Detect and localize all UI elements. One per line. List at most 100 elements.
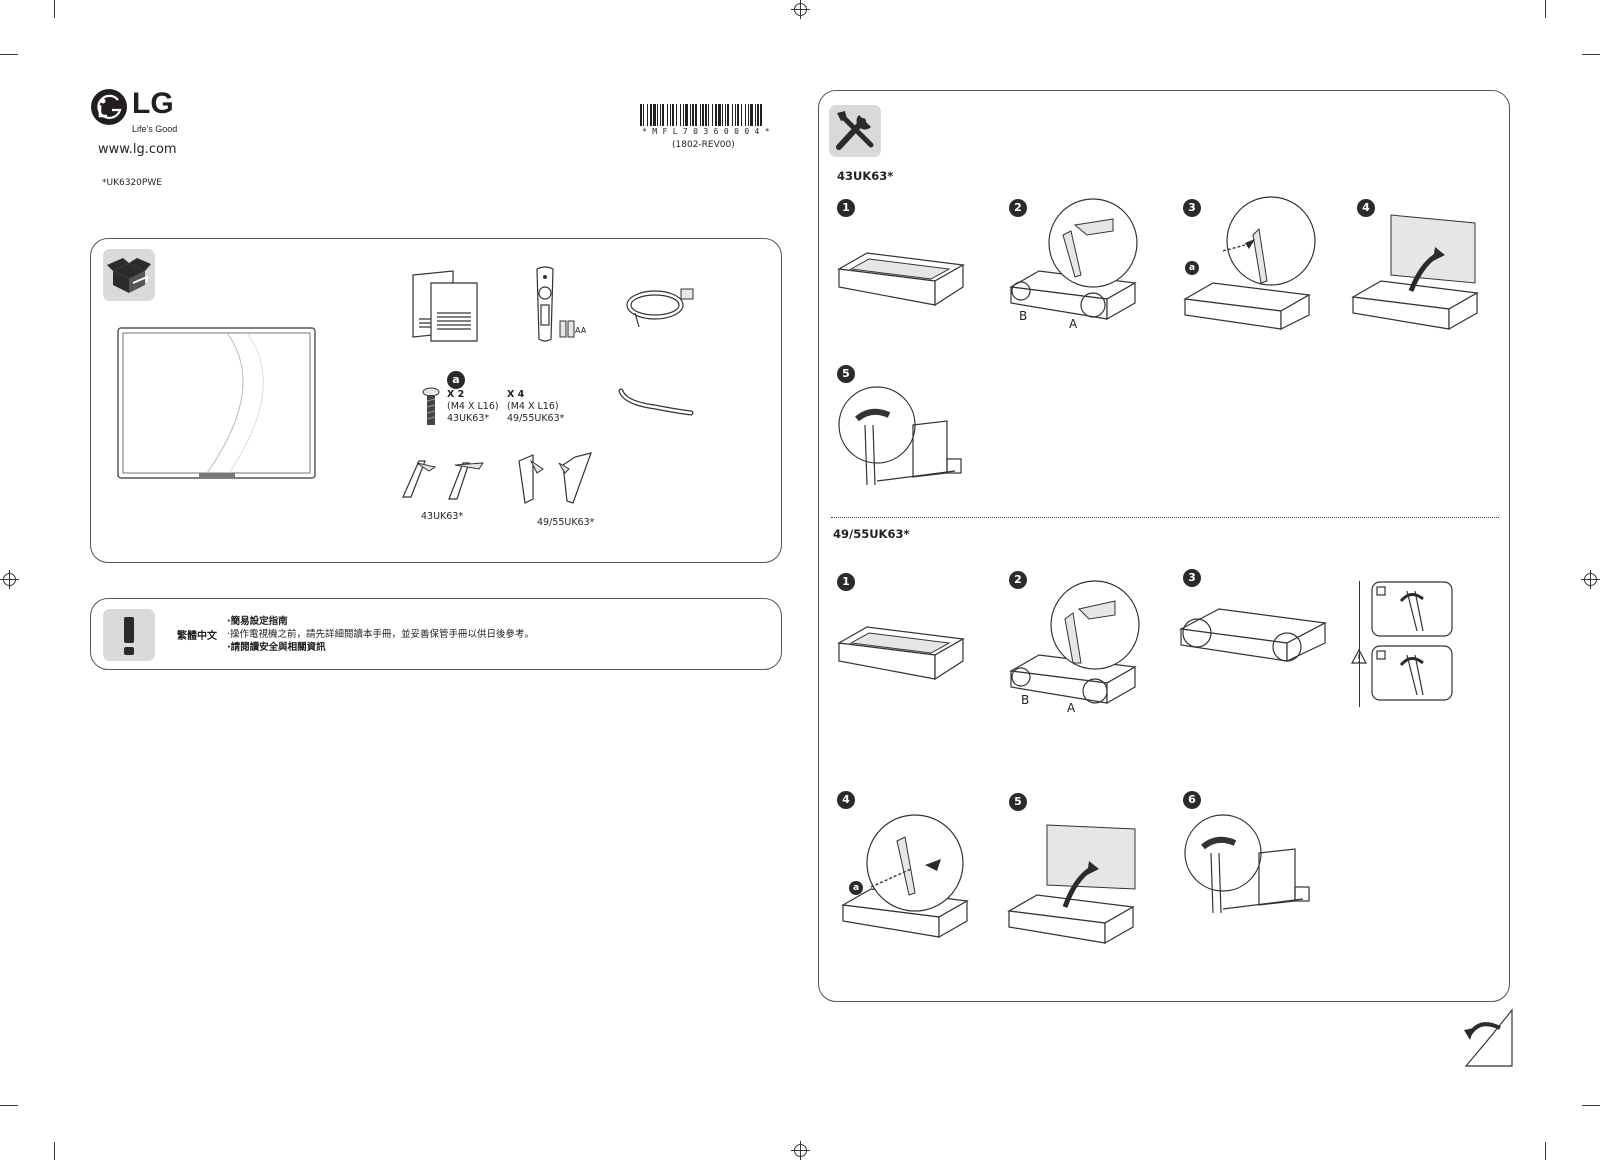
barcode-bar bbox=[718, 104, 721, 126]
power-cord-illustration bbox=[626, 288, 694, 328]
barcode-bar bbox=[702, 104, 704, 126]
step-illustration bbox=[837, 626, 965, 681]
registration-mark bbox=[791, 1141, 810, 1160]
contents-badge bbox=[103, 249, 155, 301]
barcode-bar bbox=[640, 104, 642, 126]
step-number: 4 bbox=[837, 791, 855, 809]
page-turn-icon bbox=[1464, 1008, 1513, 1067]
lock-icon bbox=[1376, 586, 1386, 596]
label-b: B bbox=[1019, 309, 1028, 323]
crop-mark bbox=[1582, 54, 1600, 55]
revision-code: (1802-REV00) bbox=[672, 140, 735, 150]
notice-panel: 繁體中文 ·簡易設定指南 ·操作電視機之前，請先詳細閱讀本手冊，並妥善保管手冊以… bbox=[90, 598, 782, 670]
step-illustration bbox=[1351, 214, 1479, 331]
step-number: 1 bbox=[837, 573, 855, 591]
barcode-bar bbox=[760, 104, 762, 126]
screw-qty: X 4 bbox=[507, 389, 525, 400]
crop-mark bbox=[1582, 1105, 1600, 1106]
step-illustration bbox=[1009, 580, 1140, 705]
step-illustration bbox=[841, 814, 969, 939]
barcode-bar bbox=[683, 104, 684, 126]
stand-43-illustration bbox=[402, 460, 484, 500]
lg-logo-icon bbox=[91, 89, 127, 125]
remote-control-illustration bbox=[536, 266, 575, 342]
exclamation-icon bbox=[124, 617, 134, 655]
barcode-bar bbox=[690, 104, 691, 126]
box-open-icon bbox=[107, 258, 151, 293]
step-detail-lock bbox=[1371, 581, 1453, 637]
barcode-bar bbox=[712, 104, 713, 126]
barcode-bar bbox=[643, 104, 644, 126]
unlock-icon bbox=[1376, 650, 1386, 660]
notice-line: ·請閱讀安全與相關資訊 bbox=[227, 642, 326, 653]
barcode-bar bbox=[732, 104, 733, 126]
notice-lines: ·簡易設定指南 ·操作電視機之前，請先詳細閱讀本手冊，並妥善保管手冊以供日後參考… bbox=[227, 615, 534, 654]
crop-mark bbox=[1545, 1142, 1546, 1160]
barcode-bar bbox=[695, 104, 697, 126]
tv-front-illustration bbox=[117, 327, 316, 479]
crop-mark bbox=[54, 1142, 55, 1160]
registration-mark bbox=[1581, 570, 1600, 589]
screw-model: 49/55UK63* bbox=[507, 413, 565, 424]
barcode-bar bbox=[705, 104, 707, 126]
barcode bbox=[640, 104, 764, 132]
barcode-bar bbox=[750, 104, 753, 126]
barcode-bar bbox=[657, 104, 658, 126]
warning-icon bbox=[1350, 648, 1368, 664]
label-a: A bbox=[1069, 317, 1078, 331]
barcode-bar bbox=[708, 104, 709, 126]
crop-mark bbox=[1545, 0, 1546, 18]
manual-illustration bbox=[412, 270, 478, 342]
barcode-bar bbox=[660, 104, 661, 126]
brand-slogan: Life's Good bbox=[132, 124, 178, 134]
assembly-badge bbox=[829, 105, 881, 157]
step-illustration bbox=[838, 386, 962, 486]
barcode-bar bbox=[692, 104, 694, 126]
barcode-bars bbox=[640, 104, 762, 126]
barcode-bar bbox=[725, 104, 726, 126]
screw-spec: (M4 X L16) bbox=[507, 401, 559, 412]
step-divider-line bbox=[1359, 581, 1360, 707]
cable-holder-illustration bbox=[618, 388, 694, 416]
step-number: 3 bbox=[1183, 569, 1201, 587]
step-illustration bbox=[1009, 198, 1138, 321]
screw-model: 43UK63* bbox=[447, 413, 490, 424]
step-number: 2 bbox=[1009, 199, 1027, 217]
notice-language: 繁體中文 bbox=[177, 631, 217, 642]
contents-panel: AA a X 2 (M4 X L16) 43UK63* X 4 (M4 X L1… bbox=[90, 238, 782, 563]
barcode-bar bbox=[700, 104, 701, 126]
barcode-bar bbox=[685, 104, 688, 126]
crop-mark bbox=[54, 0, 55, 18]
section-title-43: 43UK63* bbox=[837, 169, 894, 183]
step-number: 6 bbox=[1183, 791, 1201, 809]
step-illustration bbox=[1179, 608, 1327, 662]
screw-illustration bbox=[422, 387, 440, 425]
stand-label-43: 43UK63* bbox=[421, 511, 464, 522]
label-b: B bbox=[1021, 693, 1030, 707]
tools-icon bbox=[836, 111, 874, 150]
barcode-bar bbox=[653, 104, 656, 126]
crop-mark bbox=[0, 54, 18, 55]
barcode-bar bbox=[667, 104, 668, 126]
screw-qty: X 2 bbox=[447, 389, 465, 400]
screw-set-43: X 2 (M4 X L16) 43UK63* bbox=[447, 389, 499, 425]
lg-logo: LG Life's Good bbox=[90, 87, 190, 134]
step-number: 2 bbox=[1009, 571, 1027, 589]
step-number: 5 bbox=[1009, 793, 1027, 811]
section-title-49-55: 49/55UK63* bbox=[833, 527, 910, 541]
step-number: 4 bbox=[1357, 199, 1375, 217]
model-code: *UK6320PWE bbox=[102, 178, 162, 188]
barcode-bar bbox=[745, 104, 746, 126]
registration-mark bbox=[791, 0, 810, 19]
barcode-bar bbox=[670, 104, 671, 126]
barcode-bar bbox=[755, 104, 756, 126]
barcode-bar bbox=[650, 104, 652, 126]
step-detail-unlock bbox=[1371, 645, 1453, 701]
step-number: 5 bbox=[837, 365, 855, 383]
step-number: 3 bbox=[1183, 199, 1201, 217]
stand-49-55-illustration bbox=[518, 452, 592, 504]
website-url[interactable]: www.lg.com bbox=[98, 142, 177, 157]
registration-mark bbox=[0, 570, 19, 589]
step-illustration bbox=[1007, 824, 1136, 945]
barcode-bar bbox=[757, 104, 759, 126]
